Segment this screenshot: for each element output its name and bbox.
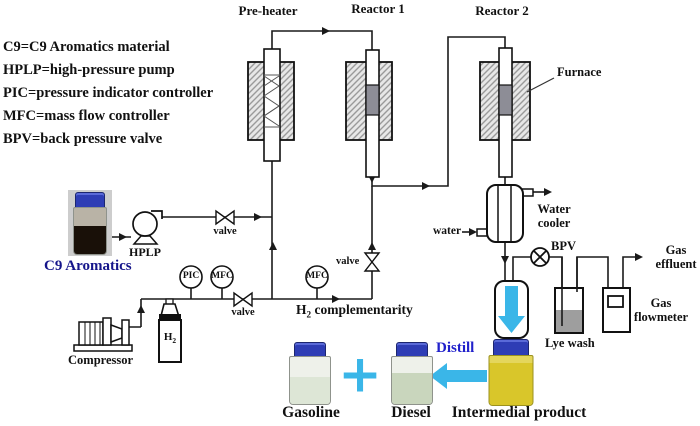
furnace-label: Furnace <box>557 65 602 79</box>
bottle-glass <box>391 356 433 405</box>
catalyst-bed <box>498 84 513 116</box>
gauges <box>179 265 329 289</box>
preheater-vessel <box>247 48 295 162</box>
gasoline-liquid <box>290 377 330 404</box>
hplp-pump-icon <box>132 210 163 245</box>
valve-label: valve <box>231 307 255 318</box>
bottle-glass <box>289 356 331 405</box>
lye-wash-vessel <box>554 257 584 334</box>
h2-complementarity-label: H2 complementarity <box>296 302 413 320</box>
valve-label: valve <box>336 256 360 267</box>
separator-flow-arrow <box>498 286 525 333</box>
mfc-gauge <box>210 265 234 289</box>
valve-icon <box>363 252 381 272</box>
diesel-liquid <box>392 373 432 404</box>
reactor2-label: Reactor 2 <box>475 3 529 18</box>
gas-flowmeter-box <box>602 287 631 333</box>
furnace-pointer-line <box>526 77 555 93</box>
legend-line: HPLP=high-pressure pump <box>3 62 175 78</box>
hplp-label: HPLP <box>129 245 161 259</box>
gas-effluent-label: Gas effluent <box>655 243 697 271</box>
bpv-label: BPV <box>551 239 576 253</box>
mfc-gauge <box>305 265 329 289</box>
c9-liquid <box>74 226 106 254</box>
water-cooler-vessel <box>476 184 534 243</box>
compressor-icon <box>73 317 133 352</box>
intermediate-label: Intermedial product <box>451 404 587 421</box>
lye-wash-label: Lye wash <box>545 336 595 350</box>
flowmeter-display <box>607 295 624 308</box>
catalyst-bed <box>365 84 380 116</box>
mfc-gauge-label: MFC <box>211 271 233 281</box>
gas-flowmeter-label: Gas flowmeter <box>633 296 689 324</box>
legend-line: MFC=mass flow controller <box>3 108 170 124</box>
lye-liquid <box>556 310 582 332</box>
valve-icons <box>215 209 381 308</box>
legend-block: C9=C9 Aromatics material HPLP=high-press… <box>3 36 213 151</box>
water-label: water <box>433 225 462 237</box>
plus-sign: + <box>338 344 382 405</box>
legend-line: PIC=pressure indicator controller <box>3 85 214 101</box>
h2-cylinder-label: H2 <box>163 331 177 346</box>
bottle-glass <box>73 207 107 255</box>
separator-vessel <box>494 280 529 339</box>
compressor-label: Compressor <box>68 353 134 367</box>
bottle-glass <box>488 355 534 406</box>
c9-feed-label: C9 Aromatics <box>44 258 132 274</box>
distill-arrow <box>430 363 487 389</box>
h2-cylinder <box>158 298 182 363</box>
valve-icon <box>215 209 235 226</box>
pic-gauge-label: PIC <box>182 271 200 281</box>
diesel-bottle-photo <box>389 342 435 405</box>
reactor2-vessel <box>479 47 555 178</box>
reactor1-label: Reactor 1 <box>351 1 405 16</box>
intermediate-bottle-photo <box>488 339 534 406</box>
distill-label: Distill <box>436 340 475 356</box>
gasoline-label: Gasoline <box>282 404 340 421</box>
bpv-valve-icon <box>530 247 550 267</box>
legend-line: C9=C9 Aromatics material <box>3 39 170 55</box>
gasoline-bottle-photo <box>287 342 333 405</box>
pic-gauge <box>179 265 203 289</box>
preheater-label: Pre-heater <box>238 3 298 18</box>
packing-zigzag <box>263 74 280 128</box>
water-cooler-label: Water cooler <box>537 202 571 230</box>
intermediate-liquid <box>489 363 533 405</box>
mfc-gauge-label: MFC <box>306 271 328 281</box>
diesel-label: Diesel <box>391 404 431 421</box>
valve-label: valve <box>213 226 237 237</box>
legend-line: BPV=back pressure valve <box>3 131 163 147</box>
reactor1-vessel <box>345 49 393 178</box>
c9-bottle-photo <box>68 190 112 256</box>
valve-icon <box>233 291 253 308</box>
